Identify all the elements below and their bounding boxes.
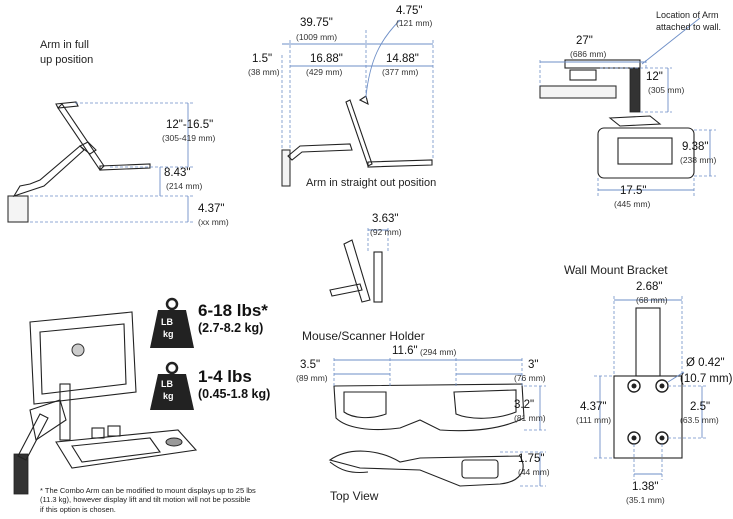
tray-depth-label: 9.38" bbox=[682, 141, 709, 153]
display-weight-label: 6-18 lbs* bbox=[198, 301, 268, 320]
arm-straight-out-drawing bbox=[281, 19, 434, 187]
hole-spacing-h-label: 1.38" bbox=[632, 481, 659, 493]
weight-icon-kg-bottom: kg bbox=[163, 391, 174, 401]
hole-diameter-mm-label: (10.7 mm) bbox=[680, 373, 733, 385]
holder-depth-label: 1.75" bbox=[518, 453, 545, 465]
mouse-holder-title: Mouse/Scanner Holder bbox=[302, 329, 425, 343]
arm-reach-label: 16.88" bbox=[310, 53, 343, 65]
top-right-view-drawing bbox=[539, 17, 716, 196]
base-height-mm-label: (xx mm) bbox=[198, 217, 229, 227]
holder-height-label: 3.2" bbox=[514, 399, 535, 411]
arm-full-up-title: Arm in full up position bbox=[40, 39, 94, 67]
bracket-width-label: 2.68" bbox=[636, 281, 663, 293]
weight-icon-lb-top: LB bbox=[161, 317, 173, 327]
holder-right-width-label: 3" bbox=[528, 359, 539, 371]
bracket-height-mm-label: (111 mm) bbox=[576, 415, 612, 425]
tray-width-label: 17.5" bbox=[620, 185, 647, 197]
lift-range-label: 12"-16.5" bbox=[166, 119, 214, 131]
keyboard-drop-label: 8.43" bbox=[164, 167, 191, 179]
side-offset-mm-label: (92 mm) bbox=[370, 227, 402, 237]
total-reach-mm-label: (1009 mm) bbox=[296, 32, 338, 42]
offset-top-label: 4.75" bbox=[396, 5, 423, 17]
hole-diameter-label: Ø 0.42" bbox=[686, 357, 725, 369]
holder-left-width-mm-label: (89 mm) bbox=[296, 373, 328, 383]
display-weight-kg-label: (2.7-8.2 kg) bbox=[198, 321, 264, 335]
holder-height-mm-label: (81 mm) bbox=[514, 413, 546, 423]
weight-footnote: * The Combo Arm can be modified to mount… bbox=[40, 486, 256, 514]
mount-offset-label: 1.5" bbox=[252, 53, 273, 65]
wall-bracket-title: Wall Mount Bracket bbox=[564, 263, 668, 277]
side-offset-label: 3.63" bbox=[372, 213, 399, 225]
bracket-width-mm-label: (68 mm) bbox=[636, 295, 668, 305]
base-height-label: 4.37" bbox=[198, 203, 225, 215]
tray-depth-mm-label: (238 mm) bbox=[680, 155, 717, 165]
holder-total-width-label: 11.6" bbox=[392, 345, 418, 357]
top-view-depth-mm-label: (305 mm) bbox=[648, 85, 685, 95]
hole-spacing-v-mm-label: (63.5 mm) bbox=[680, 415, 719, 425]
weight-icon-keyboard bbox=[150, 361, 194, 410]
holder-left-width-label: 3.5" bbox=[300, 359, 321, 371]
wall-bracket-drawing bbox=[594, 296, 708, 480]
offset-top-mm-label: (121 mm) bbox=[396, 18, 433, 28]
keyboard-weight-kg-label: (0.45-1.8 kg) bbox=[198, 387, 271, 401]
hole-spacing-v-label: 2.5" bbox=[690, 401, 711, 413]
keyboard-weight-label: 1-4 lbs bbox=[198, 367, 252, 386]
top-view-width-mm-label: (686 mm) bbox=[570, 49, 607, 59]
top-view-width-label: 27" bbox=[576, 35, 593, 47]
holder-total-width-mm-label: (294 mm) bbox=[420, 347, 457, 357]
side-detail-drawing bbox=[329, 228, 389, 303]
hole-spacing-h-mm-label: (35.1 mm) bbox=[626, 495, 665, 505]
tray-width-mm-label: (445 mm) bbox=[614, 199, 651, 209]
weight-icon-lb-bottom: LB bbox=[161, 379, 173, 389]
lift-range-mm-label: (305-419 mm) bbox=[162, 133, 216, 143]
bracket-height-label: 4.37" bbox=[580, 401, 607, 413]
arm-reach-mm-label: (429 mm) bbox=[306, 67, 343, 77]
arm-straight-out-title: Arm in straight out position bbox=[306, 177, 437, 189]
keyboard-drop-mm-label: (214 mm) bbox=[166, 181, 203, 191]
arm-full-up-drawing bbox=[7, 101, 195, 223]
holder-right-width-mm-label: (76 mm) bbox=[514, 373, 546, 383]
workstation-perspective-drawing bbox=[13, 311, 198, 495]
mouse-holder-drawing bbox=[328, 358, 546, 487]
top-view-depth-label: 12" bbox=[646, 71, 663, 83]
tray-reach-label: 14.88" bbox=[386, 53, 419, 65]
total-reach-label: 39.75" bbox=[300, 17, 333, 29]
top-view-label: Top View bbox=[330, 489, 379, 503]
tray-reach-mm-label: (377 mm) bbox=[382, 67, 419, 77]
weight-icon-kg-top: kg bbox=[163, 329, 174, 339]
holder-depth-mm-label: (44 mm) bbox=[518, 467, 550, 477]
arm-location-note: Location of Arm attached to wall. bbox=[656, 10, 722, 32]
mount-offset-mm-label: (38 mm) bbox=[248, 67, 280, 77]
weight-icon-display bbox=[150, 297, 194, 348]
